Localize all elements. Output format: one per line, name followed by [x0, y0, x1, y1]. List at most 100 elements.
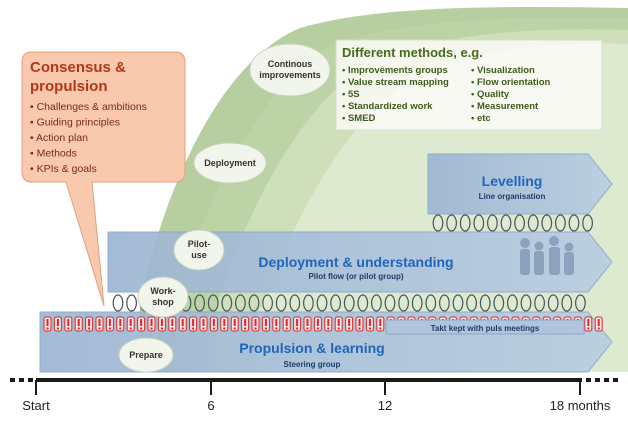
red-marker [293, 316, 302, 332]
coil-loop [248, 294, 260, 312]
method-item: • Value stream mapping [342, 77, 449, 88]
red-marker [365, 316, 374, 332]
coil-loop [262, 294, 274, 312]
red-marker [282, 316, 291, 332]
pilot-label-1: Pilot- [188, 239, 211, 249]
coil-loop [330, 294, 342, 312]
red-marker [251, 316, 260, 332]
coil-loop [534, 294, 545, 312]
prepare-oval: Prepare [118, 337, 174, 373]
coil-loop [398, 294, 410, 312]
coil-loop [411, 294, 423, 312]
coil-loop [520, 294, 532, 312]
red-marker [272, 316, 281, 332]
levelling-title: Levelling [482, 173, 543, 189]
callout-item: • Challenges & ambitions [30, 101, 147, 113]
deployment-oval: Deployment [193, 142, 267, 184]
red-marker [85, 316, 94, 332]
red-marker [345, 316, 354, 332]
red-marker [189, 316, 198, 332]
method-item: • Visualization [471, 65, 535, 76]
coil-loop [541, 214, 553, 232]
people-silhouettes [520, 236, 574, 275]
coil-springs [112, 214, 593, 312]
coil-loop [432, 214, 444, 232]
deployment-title: Deployment & understanding [258, 254, 453, 270]
coil-loop [194, 294, 206, 312]
coil-loop [371, 294, 382, 312]
timeline-ticks [35, 380, 581, 395]
callout-item: • Action plan [30, 132, 88, 144]
red-marker [178, 316, 187, 332]
phase-ovals: Continous improvements Deployment Pilot-… [118, 43, 331, 373]
coil-loop [479, 294, 491, 312]
method-item: • Improvements groups [342, 65, 448, 76]
consensus-callout: Consensus & propulsion • Challenges & am… [21, 51, 186, 307]
coil-loop [514, 214, 525, 232]
red-marker [220, 316, 229, 332]
levelling-arrow: Levelling Line organisation [427, 153, 613, 215]
red-marker [95, 316, 104, 332]
methods-left-list: • Improvements groups• Value stream mapp… [342, 65, 449, 124]
red-marker [241, 316, 250, 332]
method-item: • etc [471, 113, 491, 124]
coil-loop [500, 214, 512, 232]
red-marker [261, 316, 270, 332]
coil-loop [507, 294, 518, 312]
coil-loop [575, 294, 586, 312]
coil-loop [452, 294, 464, 312]
workshop-oval: Work- shop [137, 276, 189, 318]
deployment-arrow: Deployment & understanding Pilot flow (o… [107, 231, 613, 293]
workshop-label-2: shop [152, 297, 174, 307]
timeline-label-6: 6 [207, 398, 214, 413]
propulsion-subtitle: Steering group [284, 360, 341, 369]
continuous-label-2: improvements [259, 70, 321, 80]
coil-loop [527, 214, 539, 232]
coil-loop [289, 294, 301, 312]
coil-loop [547, 294, 559, 312]
red-marker [147, 316, 156, 332]
pilot-label-2: use [191, 250, 207, 260]
coil-loop [582, 214, 593, 232]
red-marker [157, 316, 166, 332]
coil-loop [568, 214, 580, 232]
red-marker [313, 316, 322, 332]
prepare-label: Prepare [129, 350, 163, 360]
coil-loop [487, 214, 498, 232]
red-marker [126, 316, 135, 332]
callout-list: • Challenges & ambitions• Guiding princi… [30, 101, 147, 175]
method-item: • SMED [342, 113, 376, 124]
coil-loop [343, 294, 355, 312]
takt-text: Takt kept with puls meetings [431, 324, 540, 333]
method-item: • Standardized work [342, 101, 433, 112]
method-item: • Flow orientation [471, 77, 551, 88]
red-marker [137, 316, 146, 332]
deployment-subtitle: Pilot flow (or pilot group) [308, 272, 403, 281]
red-marker [199, 316, 208, 332]
red-marker [594, 316, 603, 332]
methods-title: Different methods, e.g. [342, 45, 483, 60]
callout-title-line1: Consensus & [30, 59, 126, 76]
levelling-subtitle: Line organisation [479, 192, 546, 201]
coil-loop [207, 294, 219, 312]
propulsion-arrow: Takt kept with puls meetings Propulsion … [39, 311, 613, 373]
red-marker [105, 316, 114, 332]
coil-loop [303, 294, 314, 312]
continuous-oval: Continous improvements [249, 43, 331, 97]
red-marker [230, 316, 239, 332]
workshop-label-1: Work- [150, 286, 175, 296]
red-marker [584, 316, 593, 332]
red-marker [53, 316, 62, 332]
deployment-phase-label: Deployment [204, 158, 256, 168]
coil-loop [221, 294, 233, 312]
deployment-arrow-shape [107, 231, 613, 293]
coil-loop [561, 294, 573, 312]
timeline-label-18: 18 months [550, 398, 611, 413]
method-item: • 5S [342, 89, 360, 100]
takt-box [385, 319, 585, 335]
propulsion-title: Propulsion & learning [239, 340, 384, 356]
coil-loop [555, 214, 566, 232]
coil-loop [459, 214, 471, 232]
coil-loop [275, 294, 287, 312]
